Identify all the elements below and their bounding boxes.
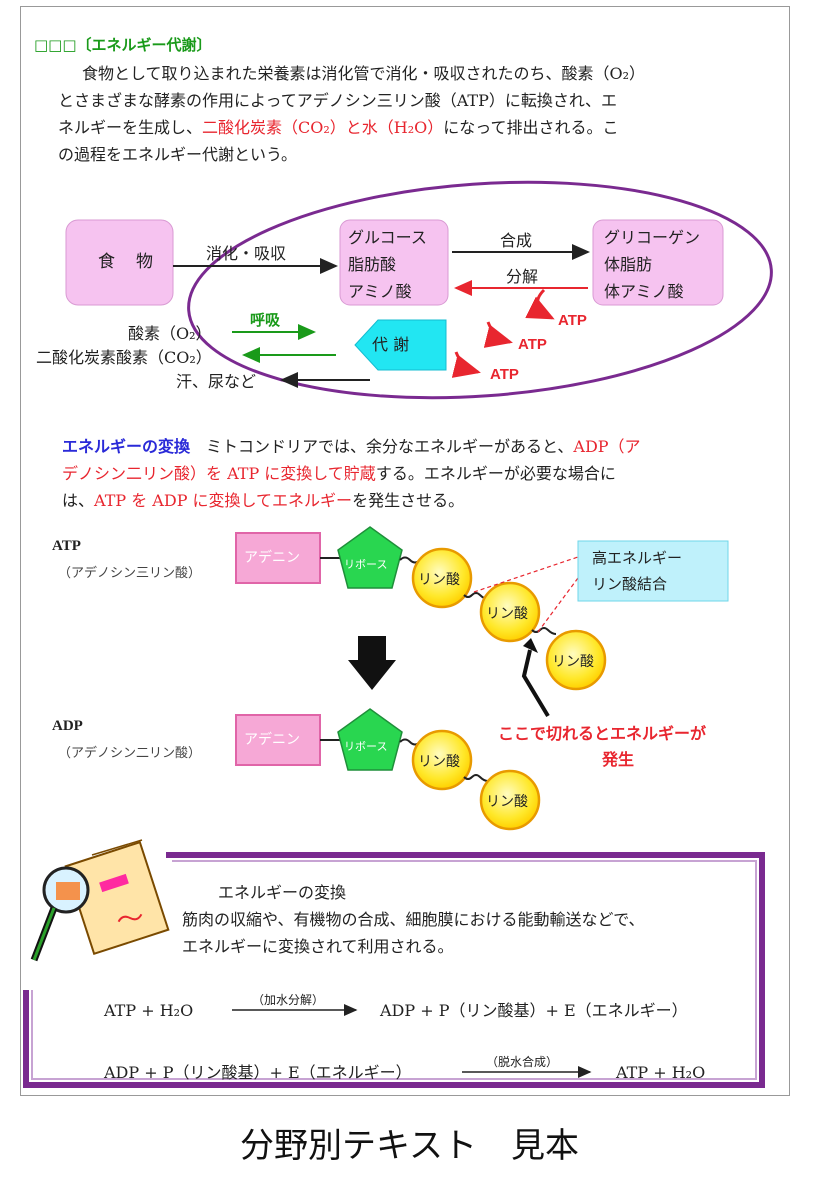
atp-subtitle: （アデノシン三リン酸）: [58, 566, 202, 581]
atp-label-2: ATP: [518, 336, 547, 353]
summary-box-line-1: 筋肉の収縮や、有機物の合成、細胞膜における能動輸送などで、: [182, 910, 645, 929]
body-fat-label: 体脂肪: [604, 255, 653, 274]
adp-subtitle: （アデノシン二リン酸）: [58, 746, 202, 761]
high-energy-note-box: [577, 540, 729, 602]
co2-label: 二酸化炭素酸素（CO₂）: [36, 348, 212, 367]
atp-phosphate-3-label: リン酸: [552, 654, 594, 670]
atp-adenine-label: アデニン: [244, 550, 300, 566]
equation-1-right: ADP + P（リン酸基）+ E（エネルギー）: [380, 1001, 688, 1020]
adp-ribose-label: リボース: [344, 740, 388, 753]
digest-label: 消化・吸収: [206, 244, 287, 263]
glycogen-label: グリコーゲン: [604, 228, 701, 247]
summary-box-border: [23, 852, 765, 1088]
atp-phosphate-2-label: リン酸: [486, 606, 528, 622]
oxygen-label: 酸素（O₂）: [128, 324, 212, 343]
page-frame: [20, 6, 790, 1096]
atp-adenine-box: [235, 532, 321, 584]
atp-title: ATP: [52, 538, 81, 554]
adp-phosphate-2: [479, 769, 541, 831]
atp-phosphate-2: [479, 581, 541, 643]
atp-label-1: ATP: [558, 312, 587, 329]
summary-box-title: エネルギーの変換: [218, 883, 347, 902]
adp-phosphate-2-label: リン酸: [486, 794, 528, 810]
atp-ribose-pentagon: [337, 526, 403, 589]
atp-phosphate-1-label: リン酸: [418, 572, 460, 588]
metabolism-ellipse: [187, 180, 773, 400]
footer-caption: 分野別テキスト 見本: [240, 1126, 579, 1166]
adp-phosphate-1: [411, 729, 473, 791]
amino-acid-label: アミノ酸: [348, 282, 412, 301]
sweat-label: 汗、尿など: [176, 372, 257, 391]
cut-note-line-2: 発生: [602, 752, 635, 769]
fatty-acid-label: 脂肪酸: [348, 255, 397, 274]
equation-1-left: ATP + H₂O: [104, 1001, 194, 1020]
equation-1-condition: （加水分解）: [252, 993, 325, 1007]
intro-line-4: の過程をエネルギー代謝という。: [58, 145, 298, 164]
respiration-label: 呼吸: [250, 311, 281, 329]
metabolism-hexagon: [354, 319, 447, 371]
intro-line-1: 食物として取り込まれた栄養素は消化管で消化・吸収されたのち、酸素（O₂）: [82, 64, 646, 83]
glucose-label: グルコース: [348, 228, 427, 247]
glycogen-box: [592, 219, 724, 306]
energy-conversion-line-1: エネルギーの変換 ミトコンドリアでは、余分なエネルギーがあると、ADP（ア: [62, 437, 641, 456]
cut-pointer-arrow: [521, 649, 550, 718]
equation-2-right: ATP + H₂O: [616, 1063, 706, 1082]
high-energy-note-line-2: リン酸結合: [592, 575, 668, 593]
equation-2-left: ADP + P（リン酸基）+ E（エネルギー）: [104, 1063, 412, 1082]
summary-box-line-2: エネルギーに変換されて利用される。: [182, 937, 454, 956]
intro-line-2: とさまざまな酵素の作用によってアデノシン三リン酸（ATP）に転換され、エ: [58, 91, 617, 110]
atp-arrow-3: [451, 351, 481, 378]
energy-conversion-line-2: デノシン二リン酸）を ATP に変換して貯蔵する。エネルギーが必要な場合に: [62, 464, 616, 483]
high-energy-note-line-1: 高エネルギー: [592, 549, 683, 567]
synthesis-label: 合成: [500, 231, 533, 250]
food-label: 食 物: [98, 252, 155, 272]
atp-label-3: ATP: [490, 366, 519, 383]
atp-arrow-2: [483, 321, 513, 348]
food-box: [65, 219, 174, 306]
adp-adenine-box: [235, 714, 321, 766]
adp-phosphate-1-label: リン酸: [418, 754, 460, 770]
adp-title: ADP: [52, 718, 83, 734]
decompose-label: 分解: [506, 267, 539, 286]
intro-line-3: ネルギーを生成し、二酸化炭素（CO₂）と水（H₂O）になって排出される。こ: [58, 118, 619, 137]
body-amino-label: 体アミノ酸: [604, 282, 684, 301]
atp-ribose-label: リボース: [344, 558, 388, 571]
magnifier-icon: [30, 839, 170, 962]
atp-phosphate-3: [545, 629, 607, 691]
down-arrow: [348, 636, 396, 690]
adp-adenine-label: アデニン: [244, 732, 300, 748]
equation-2-condition: （脱水合成）: [486, 1055, 559, 1069]
metabolism-label: 代 謝: [372, 335, 410, 354]
energy-conversion-line-3: は、ATP を ADP に変換してエネルギーを発生させる。: [62, 491, 465, 510]
section-title: □□□〔エネルギー代謝〕: [34, 36, 212, 54]
cut-note-line-1: ここで切れるとエネルギーが: [498, 726, 707, 743]
atp-phosphate-1: [411, 547, 473, 609]
glucose-box: [339, 219, 449, 306]
adp-ribose-pentagon: [337, 708, 403, 771]
atp-arrow-1: [525, 288, 555, 320]
